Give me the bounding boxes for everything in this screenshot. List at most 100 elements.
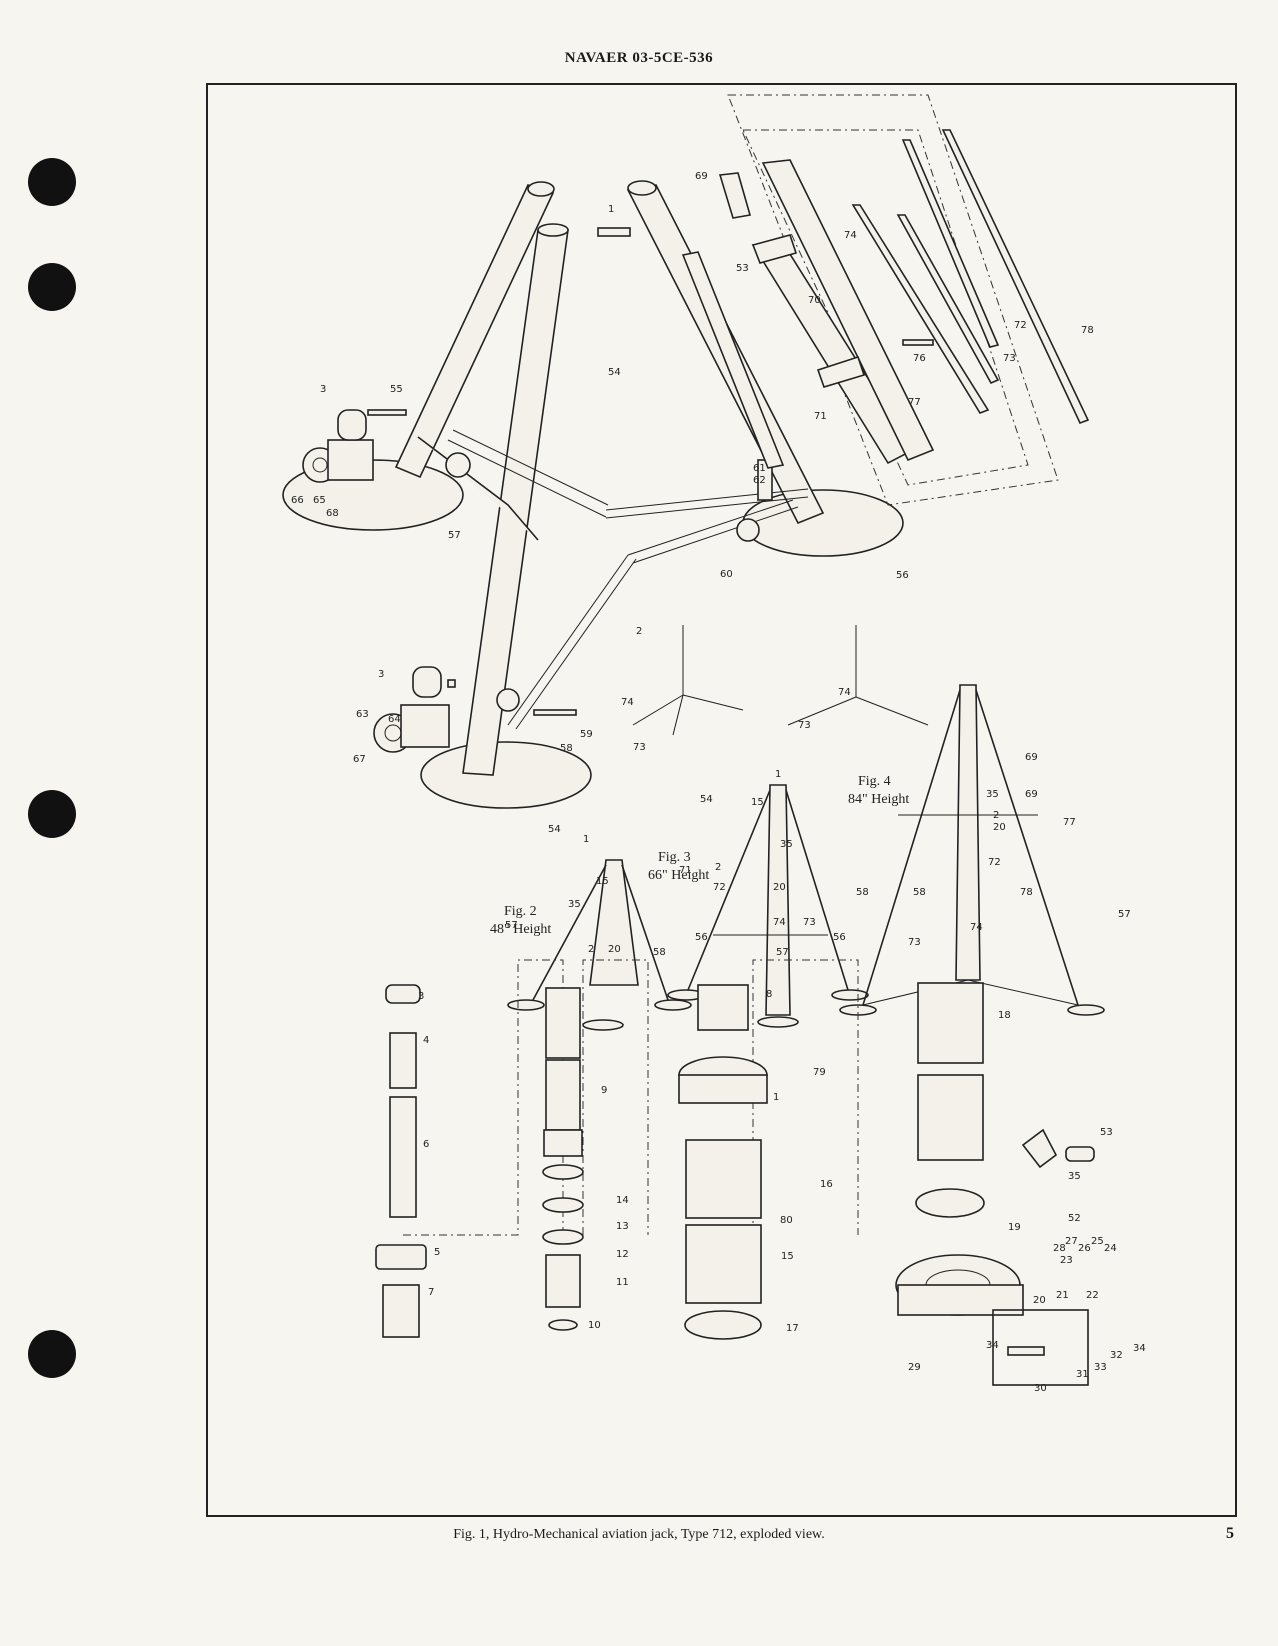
bar-73 xyxy=(896,214,1000,385)
part-callout: 67 xyxy=(353,754,366,765)
bar-72 xyxy=(901,139,1000,348)
part-callout: 53 xyxy=(736,263,749,274)
part-callout: 68 xyxy=(326,508,339,519)
part-callout: 34 xyxy=(1133,1343,1146,1354)
part-callout: 11 xyxy=(616,1277,629,1288)
part-callout: 16 xyxy=(820,1179,833,1190)
part-callout: 70 xyxy=(808,295,821,306)
part-callout: 9 xyxy=(601,1085,607,1096)
part-callout: 57 xyxy=(505,920,518,931)
part-callout: 12 xyxy=(616,1249,629,1260)
part-callout: 73 xyxy=(803,917,816,928)
part-callout: 71 xyxy=(679,865,692,876)
height-configurations xyxy=(507,625,1105,1031)
bar-78 xyxy=(941,129,1090,425)
part-14 xyxy=(542,1164,584,1180)
part-callout: 27 xyxy=(1065,1236,1078,1247)
part-callout: 56 xyxy=(833,932,846,943)
part-callout: 65 xyxy=(313,495,326,506)
part-35 xyxy=(1021,1128,1058,1169)
part-callout: 80 xyxy=(780,1215,793,1226)
fig3-number: Fig. 3 xyxy=(658,850,691,865)
part-callout: 59 xyxy=(580,729,593,740)
tube-77 xyxy=(761,159,935,462)
fig2-column xyxy=(589,859,639,986)
handle-53 xyxy=(681,251,785,469)
part-callout: 73 xyxy=(908,937,921,948)
part-callout: 74 xyxy=(621,697,634,708)
part-callout: 72 xyxy=(713,882,726,893)
part-callout: 7 xyxy=(428,1287,434,1298)
part-8 xyxy=(697,984,749,1031)
part-callout: 63 xyxy=(356,709,369,720)
part-callout: 1 xyxy=(775,769,781,780)
fig4-number: Fig. 4 xyxy=(858,774,891,789)
part-callout: 35 xyxy=(986,789,999,800)
part-17 xyxy=(684,1310,762,1340)
part-callout: 79 xyxy=(813,1067,826,1078)
part-callout: 66 xyxy=(291,495,304,506)
part-10 xyxy=(548,1319,578,1331)
document-number: NAVAER 03-5CE-536 xyxy=(564,50,714,66)
part-19 xyxy=(915,1188,985,1218)
part-callout: 73 xyxy=(633,742,646,753)
part-18-upper xyxy=(917,982,984,1064)
part-callout: 23 xyxy=(1060,1255,1073,1266)
part-callout: 31 xyxy=(1076,1369,1089,1380)
illustration-frame: 3 55 54 1 66 65 68 57 61 62 60 56 2 3 59… xyxy=(206,83,1237,1517)
part-callout: 35 xyxy=(568,899,581,910)
binder-hole-4 xyxy=(28,1330,76,1378)
part-callout: 24 xyxy=(1104,1243,1117,1254)
part-5 xyxy=(375,1244,427,1270)
part-callout: 2 xyxy=(636,626,642,637)
part-callout: 20 xyxy=(773,882,786,893)
part-callout: 19 xyxy=(1008,1222,1021,1233)
part-callout: 54 xyxy=(548,824,561,835)
part-callout: 5 xyxy=(434,1247,440,1258)
part-callout: 26 xyxy=(1078,1243,1091,1254)
part-6 xyxy=(389,1096,417,1218)
part-callout: 17 xyxy=(786,1323,799,1334)
part-callout: 72 xyxy=(1014,320,1027,331)
part-callout: 56 xyxy=(896,570,909,581)
figure-caption: Fig. 1, Hydro-Mechanical aviation jack, … xyxy=(453,1527,825,1542)
foot-pad-58 xyxy=(420,741,592,809)
part-callout: 3 xyxy=(418,991,424,1002)
part-callout: 20 xyxy=(993,822,1006,833)
part-callout: 72 xyxy=(988,857,1001,868)
fig2-number: Fig. 2 xyxy=(504,904,537,919)
part-callout: 1 xyxy=(608,204,614,215)
part-callout: 76 xyxy=(913,353,926,364)
binder-hole-1 xyxy=(28,158,76,206)
part-callout: 58 xyxy=(856,887,869,898)
part-callout: 3 xyxy=(378,669,384,680)
part-callout: 54 xyxy=(608,367,621,378)
part-callout: 73 xyxy=(798,720,811,731)
part-callout: 3 xyxy=(320,384,326,395)
part-callout: 54 xyxy=(700,794,713,805)
fig4-height: 84" Height xyxy=(848,792,909,807)
part-callout: 74 xyxy=(970,922,983,933)
part-callout: 6 xyxy=(423,1139,429,1150)
part-callout: 74 xyxy=(773,917,786,928)
tripod-assembly-drawing xyxy=(282,180,904,809)
part-9-upper xyxy=(545,987,581,1059)
part-callout: 15 xyxy=(596,876,609,887)
part-16 xyxy=(685,1139,762,1219)
part-callout: 2 xyxy=(588,944,594,955)
part-callout: 73 xyxy=(1003,353,1016,364)
part-callout: 20 xyxy=(1033,1295,1046,1306)
part-callout: 52 xyxy=(1068,1213,1081,1224)
part-callout: 32 xyxy=(1110,1350,1123,1361)
part-3 xyxy=(385,984,421,1004)
part-callout: 8 xyxy=(766,989,772,1000)
valve-detail-box xyxy=(992,1309,1089,1386)
part-callout: 74 xyxy=(844,230,857,241)
part-18-lower xyxy=(917,1074,984,1161)
part-15 xyxy=(685,1224,762,1304)
part-callout: 15 xyxy=(751,797,764,808)
page-number: 5 xyxy=(1226,1525,1234,1542)
part-callout: 25 xyxy=(1091,1236,1104,1247)
figure-labels: Fig. 2 48" Height Fig. 3 66" Height Fig.… xyxy=(490,774,909,937)
part-callout: 30 xyxy=(1034,1383,1047,1394)
